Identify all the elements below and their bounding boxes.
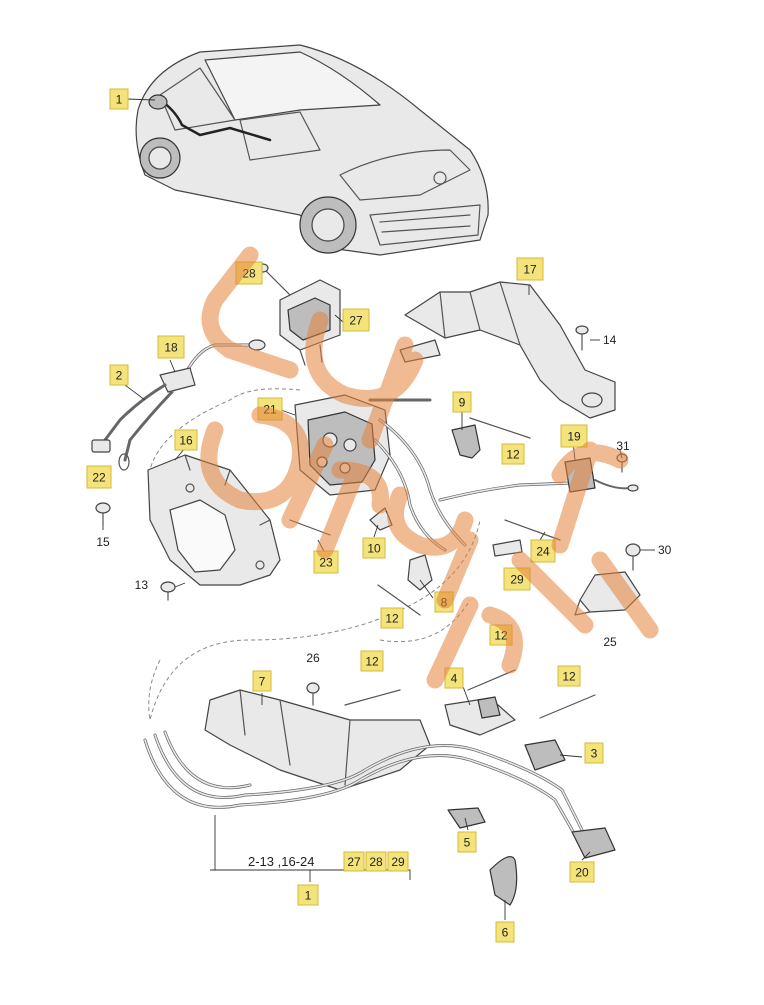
callout-label: 10 <box>367 542 381 556</box>
label-13: 13 <box>135 578 149 592</box>
callout-12b: 12 <box>380 607 404 629</box>
part-6-cover <box>489 856 518 906</box>
part-16-socket-housing <box>147 454 281 586</box>
callout-label: 29 <box>510 573 524 587</box>
group-label: 2-13 ,16-24 27 28 29 <box>248 851 409 872</box>
part-18-cable <box>159 339 266 393</box>
group-bracket <box>210 815 411 882</box>
callout-label: 22 <box>92 471 106 485</box>
part-28-screw <box>257 263 291 296</box>
group-item-28: 28 <box>369 855 383 869</box>
watermark <box>200 246 659 689</box>
callout-12a: 12 <box>501 443 525 465</box>
group-item-29: 29 <box>391 855 405 869</box>
label-26: 26 <box>306 651 320 665</box>
part-7-tray <box>204 689 431 791</box>
callout-1-bottom: 1 <box>297 884 319 906</box>
callout-label: 20 <box>575 866 589 880</box>
callout-label: 1 <box>305 889 312 903</box>
callout-label: 16 <box>179 434 193 448</box>
callout-label: 3 <box>591 747 598 761</box>
callout-label: 12 <box>385 612 399 626</box>
part-9-clip <box>451 417 531 459</box>
callout-16: 16 <box>174 429 198 451</box>
callout-label: 27 <box>349 314 363 328</box>
callout-label: 9 <box>459 396 466 410</box>
part-4-holder <box>444 696 516 736</box>
callout-5: 5 <box>457 831 477 853</box>
callout-label: 17 <box>523 263 537 277</box>
callout-6: 6 <box>495 921 515 943</box>
part-17-bracket <box>399 281 616 419</box>
part-2-harness <box>91 383 174 471</box>
group-item-27: 27 <box>347 855 361 869</box>
callout-label: 1 <box>116 93 123 107</box>
callout-19: 19 <box>560 424 588 448</box>
label-31: 31 <box>616 439 630 453</box>
part-5-cover <box>447 807 486 829</box>
callout-2: 2 <box>109 364 129 386</box>
callout-label: 7 <box>259 675 266 689</box>
group-label-prefix: 2-13 ,16-24 <box>248 854 315 869</box>
callout-label: 19 <box>567 430 581 444</box>
callout-label: 12 <box>365 655 379 669</box>
callout-7: 7 <box>252 670 272 692</box>
small-cables-12 <box>344 669 596 719</box>
callout-3: 3 <box>584 742 604 764</box>
callout-12e: 12 <box>557 665 581 687</box>
callout-27: 27 <box>342 308 370 332</box>
callout-label: 5 <box>464 836 471 850</box>
callout-label: 2 <box>116 369 123 383</box>
callout-17: 17 <box>516 257 544 281</box>
callout-24: 24 <box>530 539 556 563</box>
lower-harness-cables <box>143 730 584 837</box>
callout-9: 9 <box>452 391 472 413</box>
vehicle-illustration <box>135 44 489 256</box>
label-30: 30 <box>658 543 672 557</box>
callout-22: 22 <box>86 465 112 489</box>
callout-label: 12 <box>506 448 520 462</box>
callout-4: 4 <box>444 667 464 689</box>
callout-label: 12 <box>562 670 576 684</box>
callout-label: 24 <box>536 545 550 559</box>
label-14: 14 <box>603 333 617 347</box>
part-20-plug <box>571 827 616 859</box>
callout-label: 4 <box>451 672 458 686</box>
callout-1-top: 1 <box>109 88 129 110</box>
callout-18: 18 <box>157 335 185 359</box>
callout-10: 10 <box>362 537 386 559</box>
callout-20: 20 <box>569 861 595 883</box>
callout-12c: 12 <box>360 650 384 672</box>
callout-label: 6 <box>502 926 509 940</box>
callout-label: 18 <box>164 341 178 355</box>
callout-label: 23 <box>319 556 333 570</box>
small-fasteners <box>95 325 641 706</box>
label-25: 25 <box>603 635 617 649</box>
part-3-bracket <box>524 739 566 771</box>
label-15: 15 <box>96 535 110 549</box>
